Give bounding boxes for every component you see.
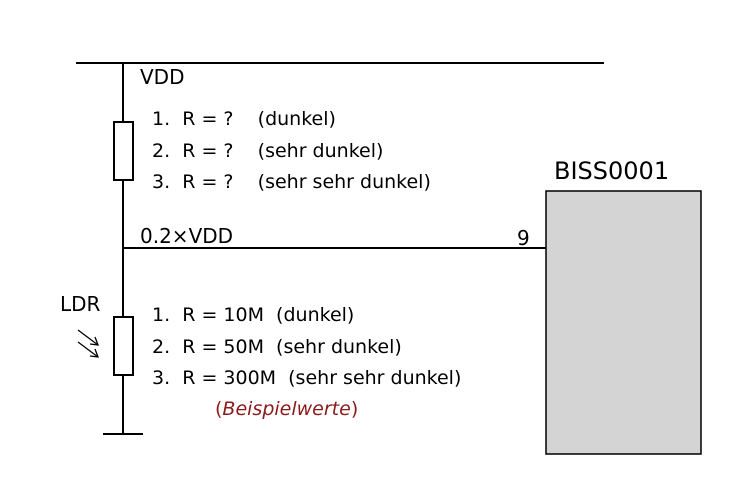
upper-resistor bbox=[113, 121, 134, 181]
note-text: Beispielwerte bbox=[222, 398, 351, 420]
ldr-resistor bbox=[113, 316, 134, 376]
example-values-note: (Beispielwerte) bbox=[215, 400, 358, 419]
pin-number-label: 9 bbox=[517, 226, 530, 250]
note-close-paren: ) bbox=[350, 398, 359, 420]
ldr-case-3: 3. R = 300M (sehr sehr dunkel) bbox=[152, 367, 462, 389]
upper-case-3: 3. R = ? (sehr sehr dunkel) bbox=[152, 171, 431, 193]
upper-case-1: 1. R = ? (dunkel) bbox=[152, 108, 336, 130]
ldr-case-2: 2. R = 50M (sehr dunkel) bbox=[152, 336, 402, 358]
ldr-case-1: 1. R = 10M (dunkel) bbox=[152, 304, 355, 326]
light-arrows-icon bbox=[77, 329, 99, 358]
node-voltage-label: 0.2×VDD bbox=[140, 224, 234, 248]
vdd-label: VDD bbox=[140, 65, 185, 89]
chip-body bbox=[545, 190, 702, 455]
upper-case-2: 2. R = ? (sehr dunkel) bbox=[152, 140, 384, 162]
chip-name-label: BISS0001 bbox=[554, 157, 670, 185]
ldr-label: LDR bbox=[60, 292, 101, 316]
note-open-paren: ( bbox=[215, 398, 223, 420]
